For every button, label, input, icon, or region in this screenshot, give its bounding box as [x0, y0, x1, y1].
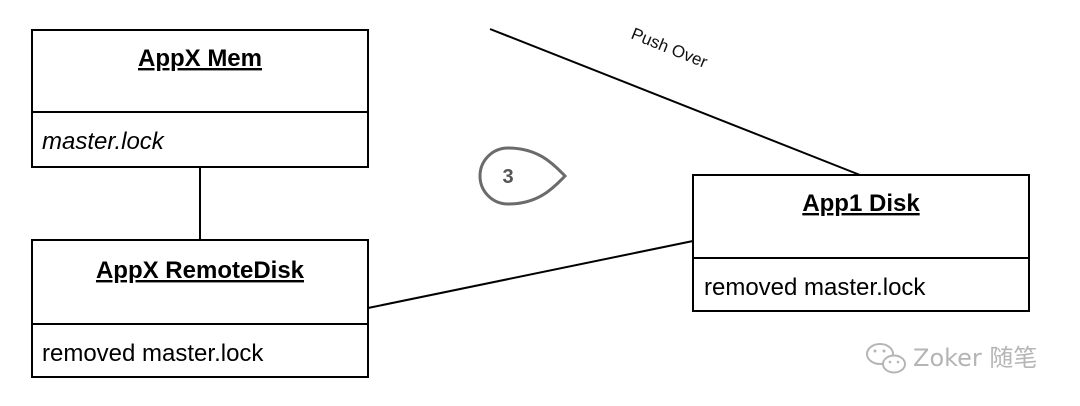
- node-appx-mem-title: AppX Mem: [138, 45, 262, 72]
- node-appx-remotedisk[interactable]: AppX RemoteDisk removed master.lock: [31, 239, 369, 378]
- node-appx-mem-body: master.lock: [42, 128, 166, 155]
- node-app1-disk-title: App1 Disk: [802, 190, 920, 217]
- watermark-text: Zoker 随笔: [913, 344, 1037, 372]
- step-marker-number: 3: [502, 166, 513, 188]
- step-marker-shape: [478, 146, 568, 206]
- node-app1-disk-body: removed master.lock: [704, 274, 926, 301]
- connector-push-over: [489, 28, 861, 176]
- watermark: Zoker 随笔: [866, 343, 1037, 374]
- node-appx-remotedisk-body: removed master.lock: [42, 340, 264, 367]
- connector-remotedisk-to-app1disk: [367, 240, 694, 309]
- node-appx-remotedisk-title: AppX RemoteDisk: [96, 257, 305, 284]
- push-over-label: Push Over: [629, 24, 711, 72]
- node-app1-disk[interactable]: App1 Disk removed master.lock: [692, 174, 1030, 312]
- step-marker: 3: [478, 146, 568, 206]
- node-appx-mem[interactable]: AppX Mem master.lock: [31, 29, 369, 168]
- wechat-icon: [866, 343, 906, 374]
